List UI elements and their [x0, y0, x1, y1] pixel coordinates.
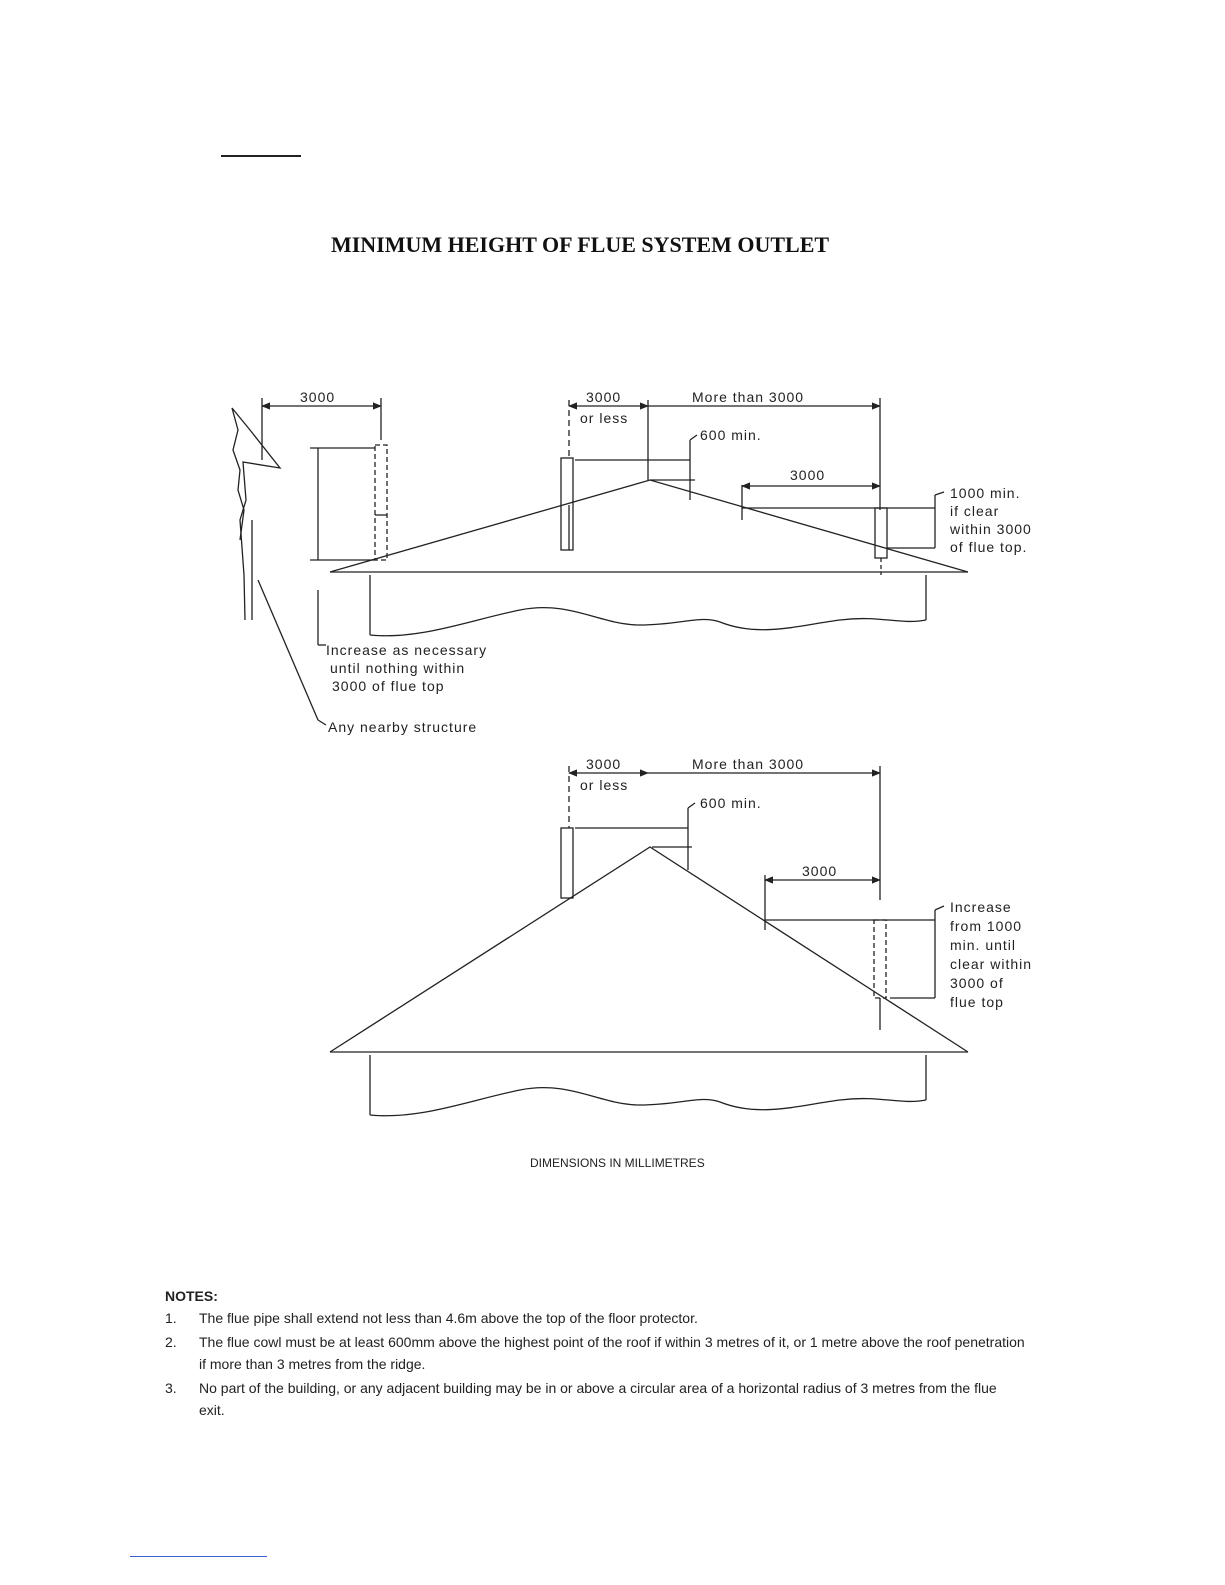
note-1000-line1: 1000 min. [950, 485, 1020, 501]
roof-top [329, 479, 969, 573]
or-less-label-bottom: or less [580, 777, 628, 793]
increase-note-b-line5: 3000 of [950, 975, 1004, 991]
wall-wave-top [369, 606, 927, 637]
more-than-3000-label: More than 3000 [692, 389, 804, 405]
note-item: 2. The flue cowl must be at least 600mm … [165, 1331, 1025, 1375]
roof-bottom [329, 846, 969, 1053]
note-item: 3. No part of the building, or any adjac… [165, 1377, 1025, 1421]
600-min-label: 600 min. [700, 427, 762, 443]
note-text: The flue pipe shall extend not less than… [199, 1310, 698, 1326]
page-title: MINIMUM HEIGHT OF FLUE SYSTEM OUTLET [330, 232, 830, 257]
note-1000-line2: if clear [950, 503, 999, 519]
nearby-structure-label: Any nearby structure [328, 719, 477, 735]
dim-3000-center: 3000 [586, 389, 621, 405]
increase-note-line3: 3000 of flue top [332, 678, 445, 694]
increase-note-b-line4: clear within [950, 956, 1032, 972]
flue-left [374, 444, 388, 561]
dim-3000-center-bottom: 3000 [586, 756, 621, 772]
wall-wave-bottom [369, 1086, 927, 1117]
increase-note-b-line2: from 1000 [950, 918, 1022, 934]
flue-center-bottom [560, 827, 574, 899]
increase-note-line2: until nothing within [330, 660, 465, 676]
notes-section: NOTES: 1. The flue pipe shall extend not… [165, 1288, 1025, 1423]
dim-3000-slope-bottom: 3000 [802, 863, 837, 879]
note-number: 2. [165, 1334, 177, 1350]
footer-link-rule [130, 1556, 267, 1557]
header-rule [221, 155, 301, 157]
increase-note-b-line1: Increase [950, 899, 1012, 915]
note-text: The flue cowl must be at least 600mm abo… [199, 1334, 1025, 1372]
flue-right-bottom [873, 919, 887, 999]
nearby-structure [231, 407, 282, 621]
dim-3000-slope: 3000 [790, 467, 825, 483]
flue-center-top [560, 457, 574, 551]
increase-note-b-line3: min. until [950, 937, 1016, 953]
flue-height-diagram: 3000 3000 or less More than 3000 600 min… [231, 389, 1032, 1117]
dimensions-note: DIMENSIONS IN MILLIMETRES [530, 1156, 705, 1170]
notes-heading: NOTES: [165, 1288, 218, 1304]
600-min-label-bottom: 600 min. [700, 795, 762, 811]
increase-note-line1: Increase as necessary [326, 642, 487, 658]
note-number: 1. [165, 1310, 177, 1326]
increase-note-b-line6: flue top [950, 994, 1004, 1010]
dim-3000-left: 3000 [300, 389, 335, 405]
note-item: 1. The flue pipe shall extend not less t… [165, 1307, 1025, 1329]
note-1000-line4: of flue top. [950, 539, 1027, 555]
note-1000-line3: within 3000 [949, 521, 1032, 537]
or-less-label: or less [580, 410, 628, 426]
more-than-3000-label-bottom: More than 3000 [692, 756, 804, 772]
note-text: No part of the building, or any adjacent… [199, 1380, 997, 1418]
flue-right-top [874, 507, 888, 559]
note-number: 3. [165, 1380, 177, 1396]
